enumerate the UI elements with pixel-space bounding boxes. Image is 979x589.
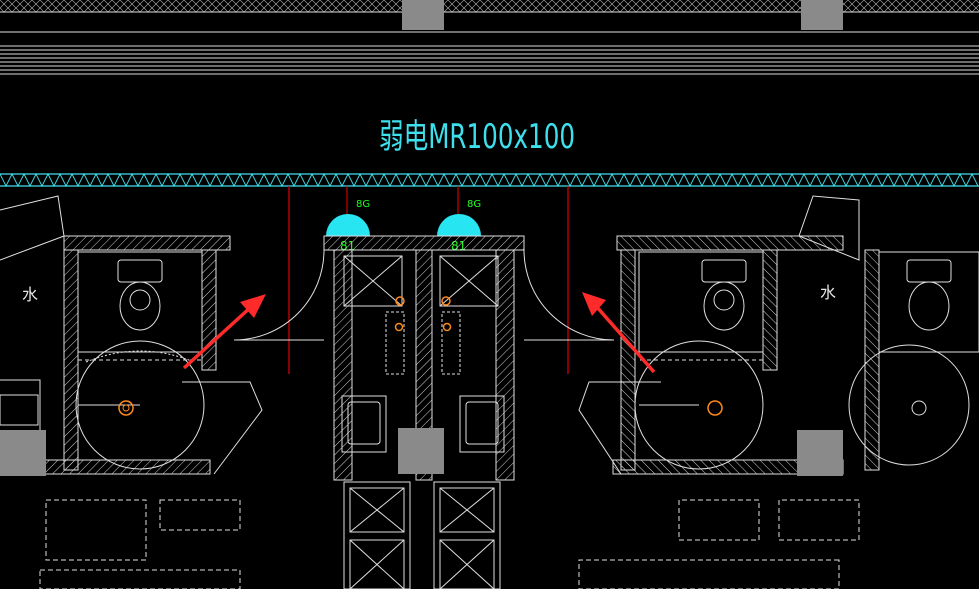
red-arrow-right [582, 292, 656, 374]
svg-text:水: 水 [22, 285, 38, 304]
column-block [801, 0, 843, 30]
device-tag-top: 8G [356, 199, 370, 210]
bathroom-right [578, 195, 979, 589]
central-shafts [323, 235, 525, 481]
cable-tray [0, 172, 979, 188]
top-wall-strip [0, 0, 979, 75]
device-tag-top: 8G [467, 199, 481, 210]
tray-label: 弱电MR100x100 [379, 117, 575, 157]
column-block [0, 430, 46, 476]
column-block [402, 0, 444, 30]
column-block [398, 428, 444, 474]
bathroom-left [0, 195, 263, 589]
svg-text:水: 水 [820, 283, 836, 302]
red-arrow-left [182, 294, 266, 370]
